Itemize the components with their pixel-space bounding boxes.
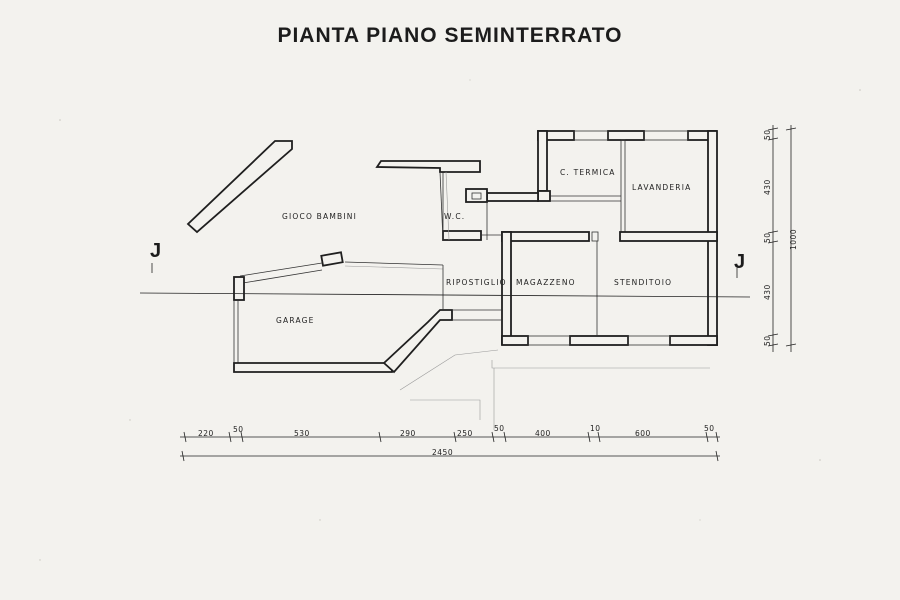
garage-walls <box>233 262 502 374</box>
section-mark-left: J <box>150 240 161 262</box>
vertical-dimensions: 50 430 50 430 50 1000 <box>763 125 798 352</box>
playroom-walls <box>186 140 481 270</box>
section-mark-right: J <box>734 251 745 273</box>
site-lines <box>399 349 710 430</box>
label-c-termica: C. TERMICA <box>560 168 616 177</box>
dim-290: 290 <box>400 429 416 438</box>
label-magazzeno: MAGAZZENO <box>516 278 576 287</box>
label-lavanderia: LAVANDERIA <box>632 183 691 192</box>
dim-50-b: 50 <box>494 424 505 433</box>
vdim-430-upper: 430 <box>763 179 772 195</box>
wc-walls <box>442 167 502 241</box>
dim-10: 10 <box>590 424 601 433</box>
vdim-50-bottom: 50 <box>763 335 772 346</box>
section-line-jj: J J <box>139 240 751 298</box>
dim-50-a: 50 <box>233 425 244 434</box>
vdim-total-1000: 1000 <box>789 229 798 250</box>
paper-texture <box>39 79 861 561</box>
dim-220: 220 <box>198 429 214 438</box>
room-labels: GIOCO BAMBINI W.C. C. TERMICA LAVANDERIA… <box>276 168 691 325</box>
vdim-50-mid: 50 <box>763 232 772 243</box>
label-wc: W.C. <box>444 212 465 221</box>
vdim-430-lower: 430 <box>763 284 772 300</box>
vdim-50-top: 50 <box>763 129 772 140</box>
dim-400: 400 <box>535 429 551 438</box>
dim-50-c: 50 <box>704 424 715 433</box>
label-stenditoio: STENDITOIO <box>614 278 672 287</box>
dim-total-2450: 2450 <box>432 448 453 457</box>
horizontal-dimensions: 220 50 530 290 250 50 400 10 600 50 2450 <box>180 424 720 462</box>
dim-600: 600 <box>635 429 651 438</box>
dim-250: 250 <box>457 429 473 438</box>
label-garage: GARAGE <box>276 316 315 325</box>
east-block-walls <box>486 130 718 346</box>
plan-title: PIANTA PIANO SEMINTERRATO <box>277 24 623 47</box>
dim-530: 530 <box>294 429 310 438</box>
label-gioco-bambini: GIOCO BAMBINI <box>282 212 357 221</box>
label-ripostiglio: RIPOSTIGLIO <box>446 278 507 287</box>
